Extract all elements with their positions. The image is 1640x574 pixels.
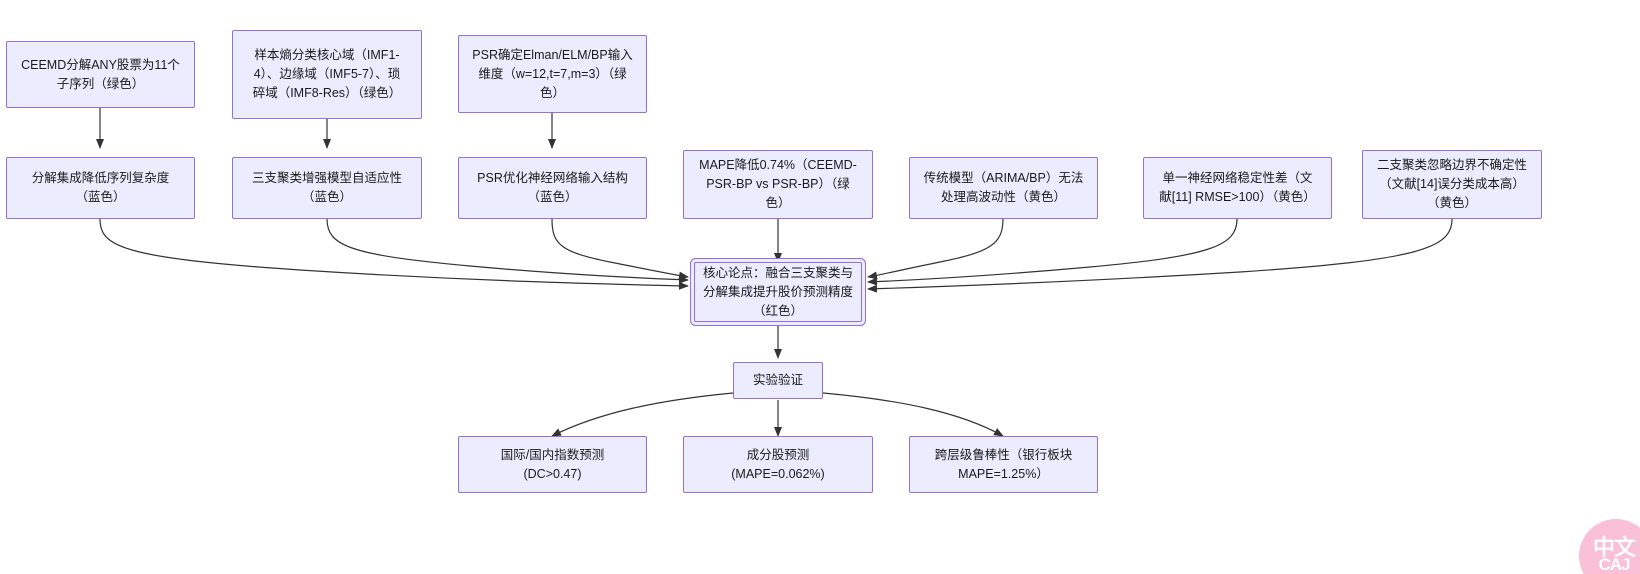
watermark-line1: 中文 bbox=[1592, 534, 1636, 560]
node-label: 成分股预测 (MAPE=0.062%) bbox=[731, 447, 825, 481]
node-label: 单一神经网络稳定性差（文 献[11] RMSE>100）（黄色） bbox=[1159, 171, 1316, 204]
node-decomposition-complexity[interactable]: 分解集成降低序列复杂度 （蓝色） bbox=[6, 157, 195, 219]
node-label: 传统模型（ARIMA/BP）无法 处理高波动性（黄色） bbox=[923, 171, 1084, 204]
node-label: 二支聚类忽略边界不确定性 （文献[14]误分类成本高） （黄色） bbox=[1376, 158, 1527, 210]
node-label: 三支聚类增强模型自适应性 （蓝色） bbox=[251, 171, 402, 204]
node-single-nn-instability[interactable]: 单一神经网络稳定性差（文 献[11] RMSE>100）（黄色） bbox=[1143, 157, 1332, 219]
node-core-claim[interactable]: 核心论点：融合三支聚类与 分解集成提升股价预测精度 （红色） bbox=[694, 262, 862, 322]
node-label: 核心论点：融合三支聚类与 分解集成提升股价预测精度 （红色） bbox=[703, 265, 854, 318]
watermark-text: 中文 CAJ bbox=[1592, 534, 1636, 574]
node-psr-input-dimension[interactable]: PSR确定Elman/ELM/BP输入 维度（w=12,t=7,m=3）（绿 色… bbox=[458, 35, 647, 113]
node-ceemd-decompose[interactable]: CEEMD分解ANY股票为11个 子序列（绿色） bbox=[6, 41, 195, 108]
node-experiment-verification[interactable]: 实验验证 bbox=[733, 362, 823, 399]
node-mape-reduction[interactable]: MAPE降低0.74%（CEEMD- PSR-BP vs PSR-BP）（绿 色… bbox=[683, 150, 873, 219]
node-label: 分解集成降低序列复杂度 （蓝色） bbox=[31, 171, 170, 204]
node-two-way-boundary-gap[interactable]: 二支聚类忽略边界不确定性 （文献[14]误分类成本高） （黄色） bbox=[1362, 150, 1542, 219]
node-label: 跨层级鲁棒性（银行板块 MAPE=1.25%） bbox=[934, 447, 1073, 481]
edge-singlenn-to-core bbox=[867, 218, 1238, 286]
node-psr-optimize-structure[interactable]: PSR优化神经网络输入结构 （蓝色） bbox=[458, 157, 647, 219]
edge-traditional-to-core bbox=[867, 218, 1004, 280]
edge-optimize-to-core bbox=[551, 218, 689, 280]
edge-adaptive-to-core bbox=[326, 218, 689, 284]
node-label: PSR优化神经网络输入结构 （蓝色） bbox=[477, 171, 628, 204]
node-index-forecast-result[interactable]: 国际/国内指数预测 (DC>0.47) bbox=[458, 436, 647, 493]
node-label: MAPE降低0.74%（CEEMD- PSR-BP vs PSR-BP）（绿 色… bbox=[699, 158, 857, 210]
edge-twoway-to-core bbox=[867, 218, 1453, 293]
watermark-badge: 中文 CAJ bbox=[1579, 519, 1640, 574]
edge-experiment-to-robust bbox=[822, 392, 1004, 437]
node-sample-entropy[interactable]: 样本熵分类核心域（IMF1- 4）、边缘域（IMF5-7）、琐 碎域（IMF8-… bbox=[232, 30, 422, 119]
node-label: CEEMD分解ANY股票为11个 子序列（绿色） bbox=[21, 57, 180, 91]
node-label: 实验验证 bbox=[752, 373, 803, 387]
edge-complexity-to-core bbox=[99, 218, 689, 290]
watermark-line2: CAJ bbox=[1598, 554, 1630, 574]
node-label: 样本熵分类核心域（IMF1- 4）、边缘域（IMF5-7）、琐 碎域（IMF8-… bbox=[252, 48, 402, 100]
node-label: 国际/国内指数预测 (DC>0.47) bbox=[500, 447, 605, 481]
node-traditional-model-gap[interactable]: 传统模型（ARIMA/BP）无法 处理高波动性（黄色） bbox=[909, 157, 1098, 219]
node-constituent-forecast-result[interactable]: 成分股预测 (MAPE=0.062%) bbox=[683, 436, 873, 493]
edge-experiment-to-index bbox=[551, 392, 734, 437]
node-three-way-adaptive[interactable]: 三支聚类增强模型自适应性 （蓝色） bbox=[232, 157, 422, 219]
node-label: PSR确定Elman/ELM/BP输入 维度（w=12,t=7,m=3）（绿 色… bbox=[472, 47, 633, 100]
node-cross-level-robustness-result[interactable]: 跨层级鲁棒性（银行板块 MAPE=1.25%） bbox=[909, 436, 1098, 493]
